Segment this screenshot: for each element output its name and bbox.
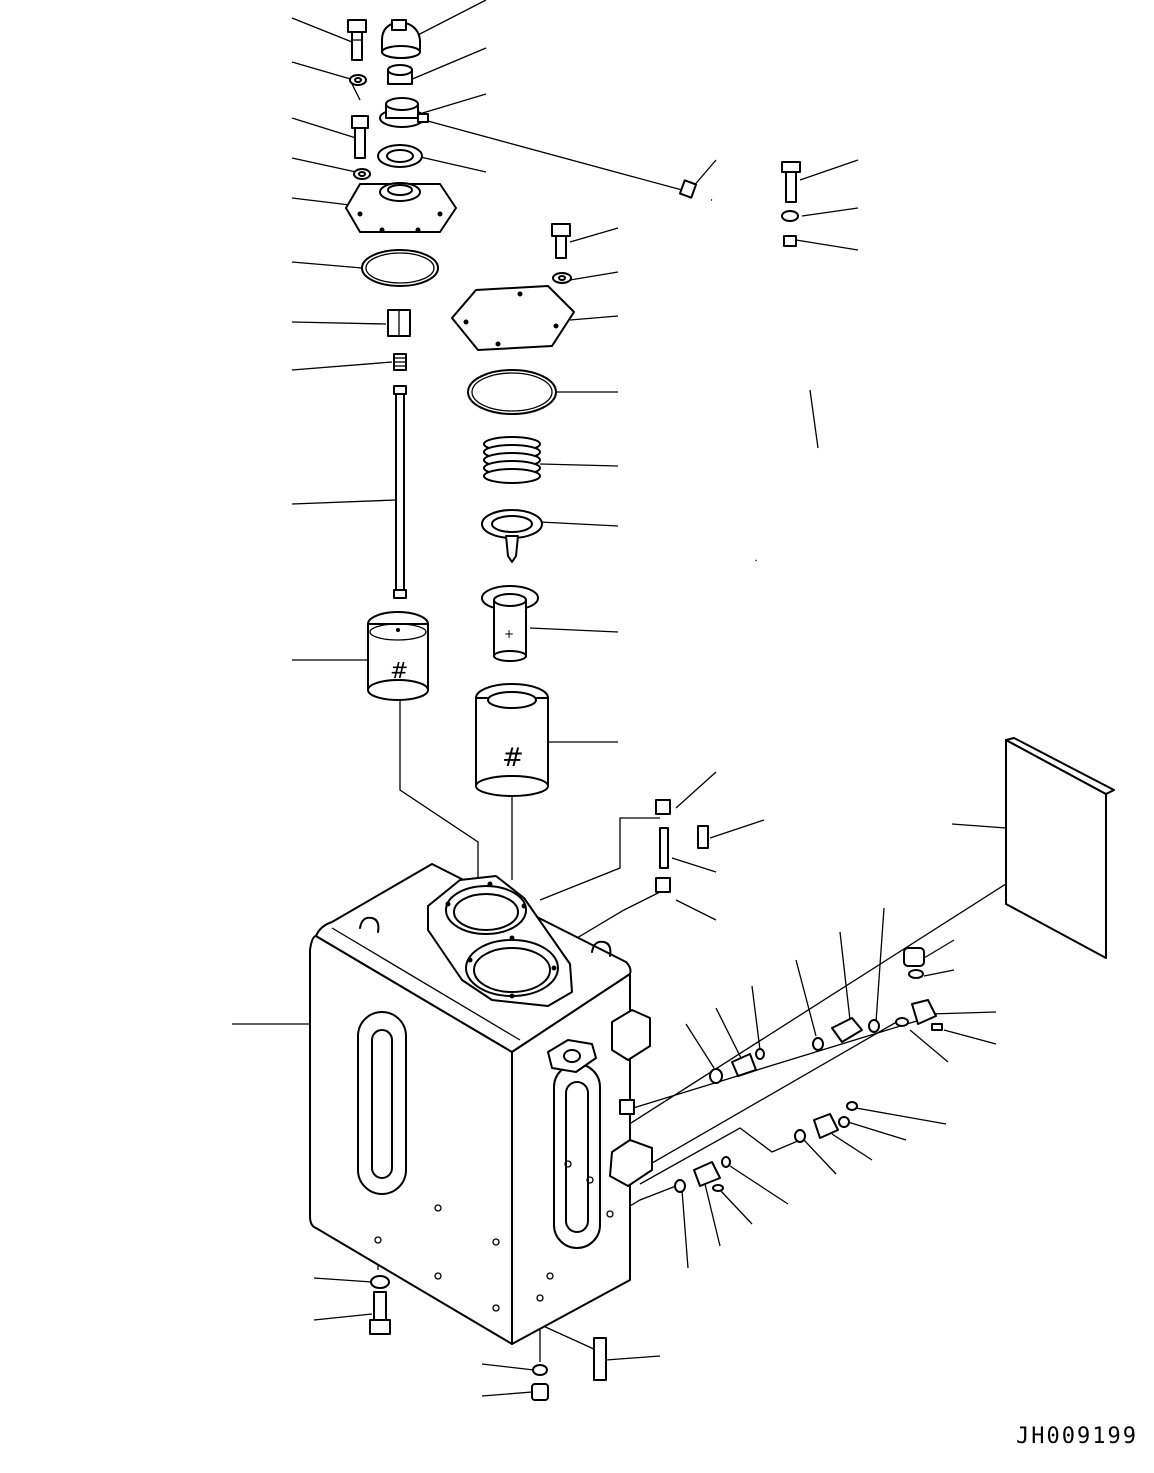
svg-text:#: #: [502, 743, 524, 773]
cover-plate-center: [451, 285, 575, 351]
bolt-cover: [351, 115, 369, 159]
fittings-lower: [674, 1101, 858, 1193]
bolt-top: [347, 19, 367, 61]
washer-cover: [353, 168, 371, 180]
filter-element-left: #: [367, 611, 429, 701]
spring-small: [393, 353, 407, 371]
fittings-upper: [655, 799, 709, 893]
filler-strainer: [387, 64, 413, 85]
valve-plate: [481, 509, 543, 563]
cover-plate-left: [345, 182, 457, 233]
washer-top: [349, 74, 367, 86]
filler-cap: [381, 19, 421, 59]
fittings-right: [709, 947, 943, 1084]
fittings-bottom: [369, 1275, 607, 1401]
spring-large: [483, 436, 541, 484]
leader-lines: [232, 0, 1057, 1397]
svg-text:#: #: [390, 659, 408, 684]
gasket-cap: [377, 144, 423, 168]
o-ring-center: [467, 369, 557, 415]
filler-neck: [379, 97, 429, 128]
breather-hose: [678, 161, 913, 562]
rod-long: [393, 385, 407, 599]
hydraulic-tank: [309, 863, 653, 1345]
bolt-center: [551, 223, 571, 259]
strainer-case: +: [481, 585, 539, 662]
washer-center: [552, 272, 572, 284]
diagram-id-label: JH009199: [1016, 1424, 1138, 1449]
access-panel: [1005, 737, 1115, 959]
o-ring-left: [361, 249, 439, 287]
svg-text:+: +: [504, 627, 514, 641]
filter-element-center: #: [475, 683, 549, 797]
nut-hex: [387, 309, 411, 337]
